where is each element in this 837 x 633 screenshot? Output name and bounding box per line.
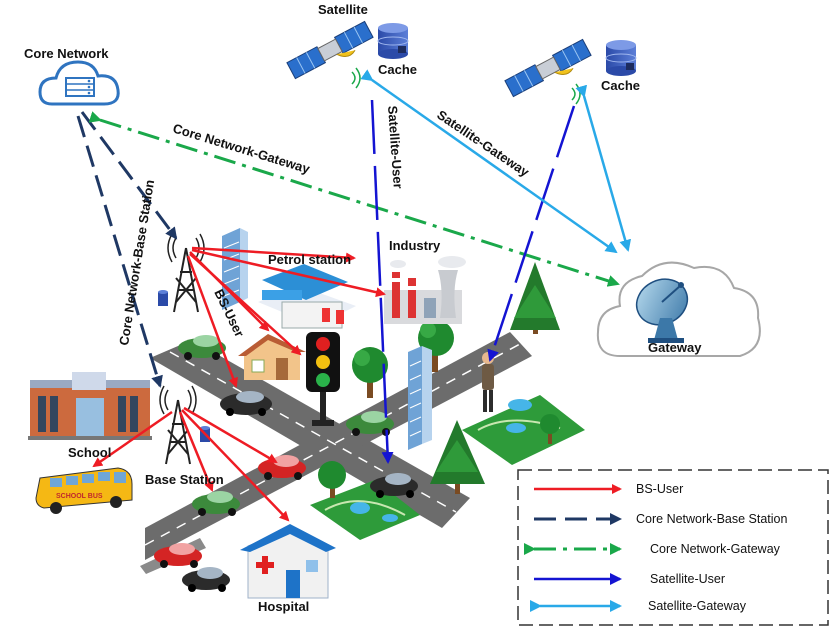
legend: BS-User Core Network-Base Station Core N… xyxy=(517,469,829,626)
label-satellite-gateway: Satellite-Gateway xyxy=(434,107,532,180)
links-satellite-gateway xyxy=(360,69,632,254)
legend-item-bs-user: BS-User xyxy=(534,482,683,496)
signal-icon xyxy=(351,67,361,89)
traffic-light-icon xyxy=(306,332,340,426)
label-school: School xyxy=(68,445,111,460)
school-bus-icon: SCHOOL BUS xyxy=(35,467,133,514)
petrol-station-icon xyxy=(258,264,356,329)
signal-icon xyxy=(571,83,581,105)
tree-icon xyxy=(540,414,560,444)
school-bus-label: SCHOOL BUS xyxy=(56,493,103,500)
label-core-network-base-station: Core Network-Base Station xyxy=(116,179,157,347)
legend-label: Core Network-Base Station xyxy=(636,512,788,526)
label-cache-1: Cache xyxy=(378,62,417,77)
label-petrol-station: Petrol station xyxy=(268,252,351,267)
label-core-network: Core Network xyxy=(24,46,109,61)
car-icon xyxy=(370,473,418,498)
car-icon xyxy=(154,543,202,568)
label-satellite-user: Satellite-User xyxy=(385,105,406,189)
legend-label: BS-User xyxy=(636,482,683,496)
legend-item-core-network-gateway: Core Network-Gateway xyxy=(524,542,781,556)
car-icon xyxy=(220,391,272,416)
label-gateway: Gateway xyxy=(648,340,702,355)
legend-label: Satellite-User xyxy=(650,572,725,586)
label-satellite: Satellite xyxy=(318,2,368,17)
tower-building-right xyxy=(408,346,432,450)
label-cache-2: Cache xyxy=(601,78,640,93)
label-hospital: Hospital xyxy=(258,599,309,614)
hospital-icon xyxy=(240,524,336,599)
tree-icon xyxy=(352,347,388,398)
tree-icon xyxy=(430,420,485,494)
house-icon xyxy=(238,334,306,380)
tree-icon xyxy=(318,461,346,498)
tree-icon xyxy=(418,320,454,372)
cell-tower-icon xyxy=(167,233,205,313)
label-base-station: Base Station xyxy=(145,472,224,487)
school-icon xyxy=(28,372,152,440)
legend-item-satellite-gateway: Satellite-Gateway xyxy=(530,599,747,613)
cell-tower-icon xyxy=(159,385,197,465)
tree-icon xyxy=(510,262,560,334)
label-industry: Industry xyxy=(389,238,441,253)
cloud-server-icon xyxy=(38,60,120,106)
person-icon xyxy=(482,352,494,412)
database-icon xyxy=(158,290,168,306)
links-core-network-gateway xyxy=(88,111,620,287)
satellite-icon xyxy=(286,20,374,80)
legend-item-core-network-base-station: Core Network-Base Station xyxy=(534,512,788,526)
satellite-dish-icon xyxy=(635,278,689,343)
cache-database-icon xyxy=(377,23,409,59)
industry-icon xyxy=(384,256,466,324)
car-icon xyxy=(346,411,394,436)
cache-database-icon xyxy=(605,40,637,76)
legend-item-satellite-user: Satellite-User xyxy=(534,572,725,586)
car-icon xyxy=(182,567,230,592)
park-right xyxy=(462,395,585,465)
car-icon xyxy=(178,335,226,360)
legend-label: Satellite-Gateway xyxy=(648,599,747,613)
car-icon xyxy=(192,491,240,516)
legend-label: Core Network-Gateway xyxy=(650,542,781,556)
